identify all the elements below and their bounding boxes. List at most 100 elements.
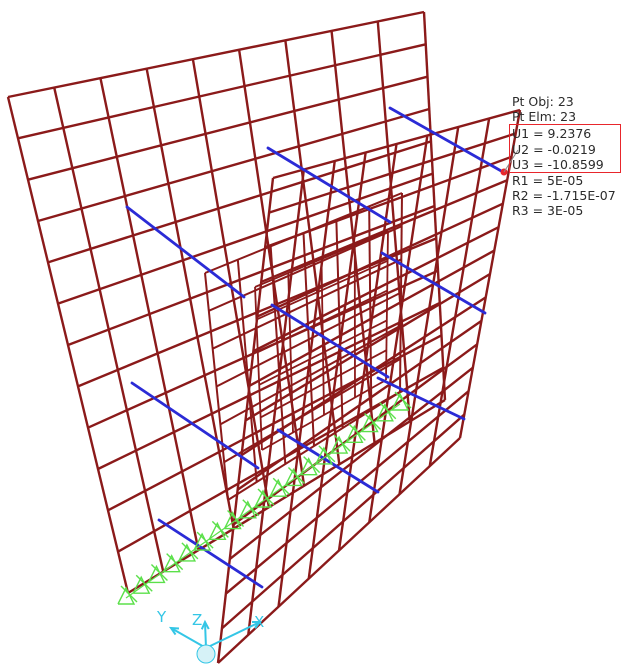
axis-label-y: Y — [156, 608, 167, 626]
front-wall-hline — [260, 179, 508, 284]
support-marker — [284, 467, 303, 487]
front-shear-wall-mesh — [216, 108, 522, 664]
support-marker — [315, 446, 334, 465]
axis-x-arrowhead — [251, 620, 263, 629]
support-tick — [211, 520, 229, 538]
inner-frame-hline — [219, 324, 402, 426]
floor-beam — [130, 381, 260, 470]
support-tick — [135, 574, 153, 592]
tooltip-pt-elm: Pt Elm: 23 — [512, 109, 577, 125]
tooltip-r1: R1 = 5E-05 — [512, 173, 584, 189]
support-tick — [227, 510, 245, 528]
support-marker — [254, 489, 273, 508]
inner-frame-b-vline — [254, 286, 263, 451]
floor-beam — [380, 251, 487, 315]
support-marker — [330, 435, 349, 454]
support-marker — [208, 521, 227, 541]
support-marker — [345, 424, 364, 444]
support-marker — [132, 575, 151, 594]
support-base-line — [125, 403, 401, 599]
floor-beam — [270, 303, 390, 379]
inner-frame-b-hline — [261, 379, 387, 451]
front-wall-hline — [248, 249, 495, 387]
front-wall-hline — [256, 202, 504, 318]
support-tick — [196, 531, 214, 549]
support-marker — [376, 403, 394, 422]
axis-z-line — [204, 621, 207, 649]
inner-frame-mesh — [204, 192, 403, 501]
rear-wall-hline — [97, 301, 441, 471]
selected-joint-marker[interactable] — [500, 149, 519, 176]
axis-y-line — [170, 627, 207, 649]
inner-frame-hline — [212, 258, 402, 350]
rear-wall-hline — [47, 140, 432, 264]
inner-frame-hline — [216, 291, 402, 388]
axis-z-arrowhead — [200, 619, 210, 630]
support-tick — [364, 413, 382, 431]
front-wall-hline — [264, 155, 512, 249]
support-marker — [360, 413, 379, 433]
support-marker — [147, 564, 166, 584]
axis-y-arrowhead — [169, 626, 180, 636]
support-marker — [193, 532, 212, 551]
rear-wall-hline — [17, 43, 427, 140]
axis-label-z: Z — [192, 611, 202, 629]
tooltip-r2: R2 = -1.715E-07 — [512, 188, 616, 204]
support-marker — [163, 554, 181, 573]
axis-labels: Y Z X — [156, 608, 264, 631]
support-marker — [117, 586, 136, 605]
support-tick — [181, 542, 199, 560]
front-wall-hline — [272, 108, 521, 180]
support-marker — [300, 457, 318, 476]
axis-label-x: X — [254, 613, 264, 631]
support-marker — [178, 543, 197, 562]
rear-wall-hline — [37, 107, 430, 223]
support-tick — [272, 477, 290, 495]
support-tick — [303, 456, 321, 474]
support-tick — [287, 466, 305, 484]
front-wall-hline — [240, 296, 487, 457]
front-wall-hline — [225, 390, 470, 595]
inner-frame-hline — [208, 225, 403, 312]
rear-wall-hline — [7, 10, 425, 99]
tooltip-u3: U3 = -10.8599 — [512, 156, 604, 172]
point-results-tooltip: Pt Obj: 23 Pt Elm: 23 U1 = 9.2376 U2 = -… — [509, 94, 630, 219]
inner-frame-b-hline — [257, 289, 388, 354]
leader-line — [503, 149, 519, 173]
front-wall-hline — [221, 413, 466, 630]
axis-origin — [196, 644, 216, 664]
support-tick — [257, 488, 275, 506]
support-marker — [391, 392, 410, 411]
front-wall-hline — [252, 226, 500, 353]
support-tick — [166, 553, 184, 571]
tooltip-pt-obj: Pt Obj: 23 — [512, 94, 574, 109]
inner-frame-b-vline — [385, 230, 389, 381]
support-marker — [239, 500, 257, 519]
support-tick — [379, 402, 397, 420]
floor-beams — [125, 106, 505, 589]
floor-beam — [276, 428, 380, 494]
support-marker — [223, 510, 242, 530]
support-tick — [120, 585, 138, 603]
rear-wall-hline — [67, 204, 435, 347]
rear-wall-hline — [57, 172, 434, 305]
floor-beam — [266, 146, 392, 224]
front-wall-hline — [233, 343, 478, 526]
floor-beam — [388, 106, 505, 174]
support-tick — [150, 563, 168, 581]
rear-wall-hline — [27, 75, 428, 181]
front-wall-hline — [268, 132, 517, 214]
floor-beam — [157, 518, 264, 589]
support-tick — [242, 499, 260, 517]
base-supports — [117, 391, 412, 605]
displacement-highlight-box: U1 = 9.2376 U2 = -0.0219 U3 = -10.8599 — [509, 124, 621, 174]
axis-x-line — [205, 621, 261, 649]
front-wall-hline — [244, 272, 491, 422]
global-axes-triad — [169, 619, 263, 664]
support-marker — [269, 478, 288, 497]
inner-frame-hline — [227, 391, 401, 501]
support-tick — [333, 434, 351, 452]
support-tick — [394, 391, 412, 409]
tooltip-r3: R3 = 3E-05 — [512, 203, 584, 219]
